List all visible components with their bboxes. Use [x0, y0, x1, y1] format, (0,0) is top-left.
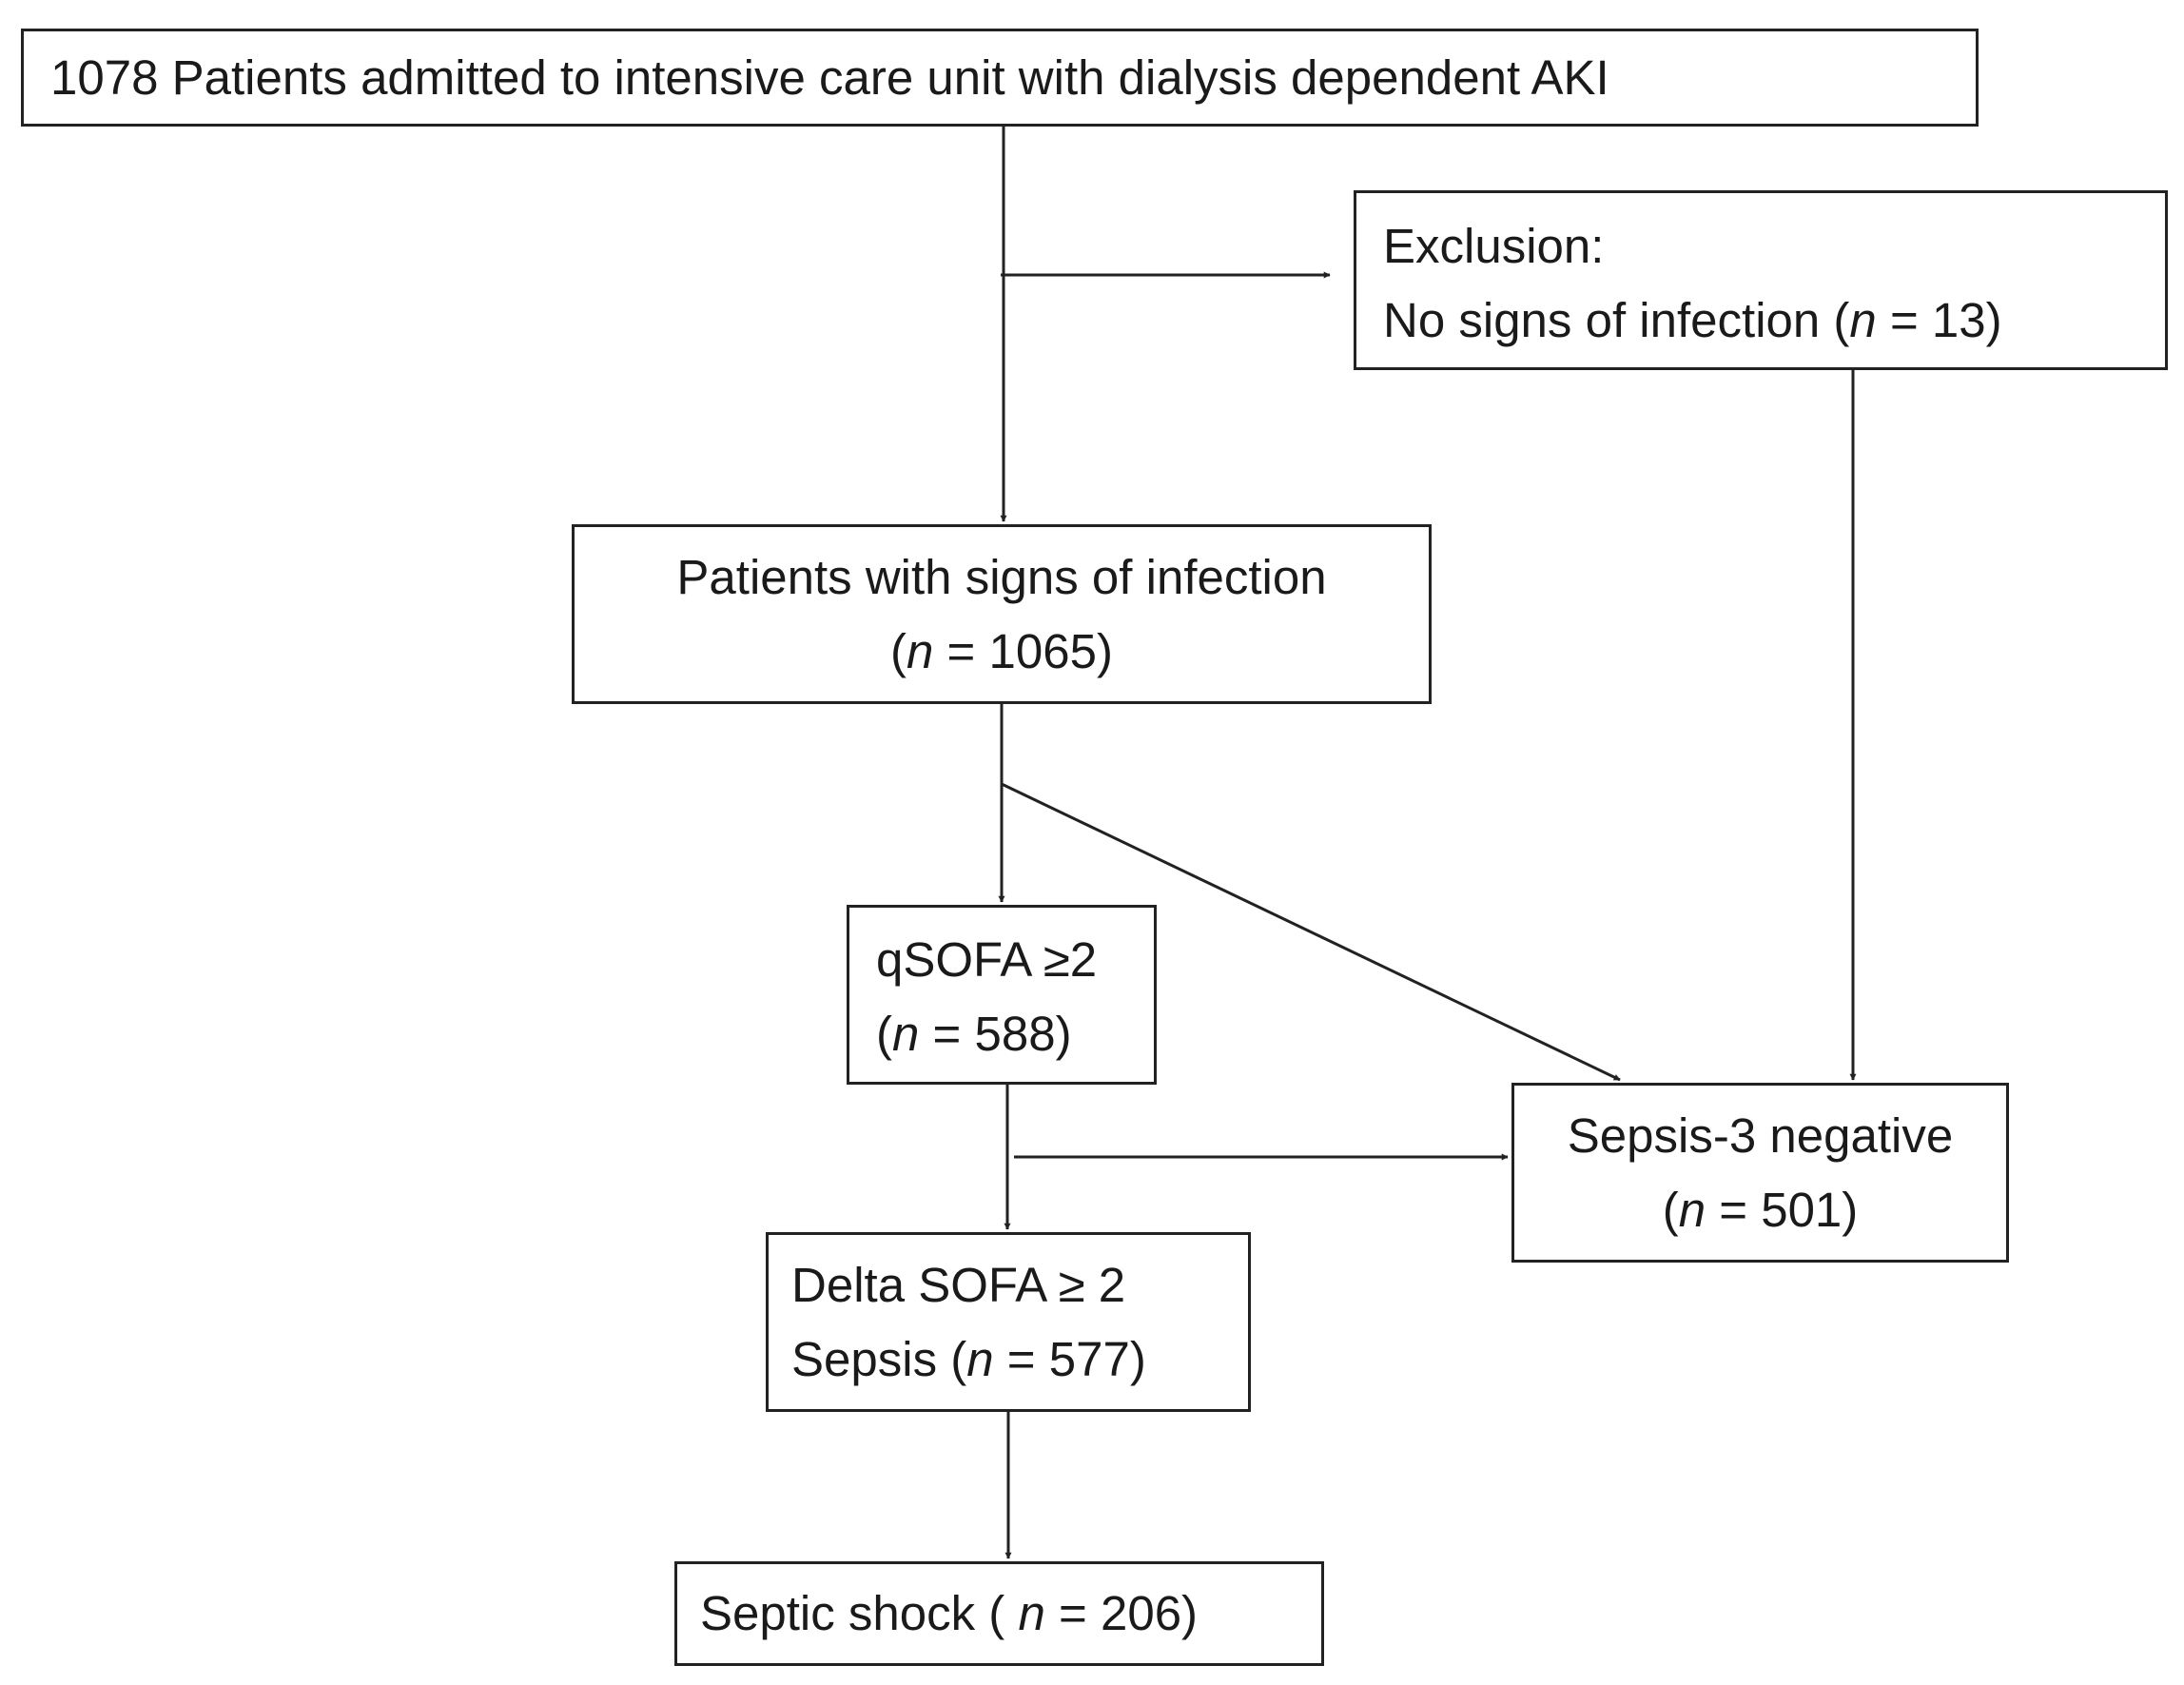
- delta-sofa-box: Delta SOFA ≥ 2 Sepsis (n = 577): [766, 1232, 1251, 1412]
- n-symbol: n: [966, 1332, 994, 1386]
- sepsis-negative-title: Sepsis-3 negative: [1567, 1108, 1954, 1163]
- sepsis-negative-count: (n = 501): [1662, 1183, 1859, 1237]
- admitted-label: 1078 Patients admitted to intensive care…: [50, 50, 1609, 105]
- delta-sofa-title: Delta SOFA ≥ 2: [791, 1258, 1126, 1312]
- exclusion-box: Exclusion: No signs of infection (n = 13…: [1354, 190, 2168, 370]
- infection-count: (n = 1065): [890, 624, 1113, 678]
- septic-shock-label: Septic shock ( n = 206): [700, 1586, 1199, 1640]
- arrow-infection-to-sepsis-negative: [1001, 782, 1621, 1082]
- admitted-box: 1078 Patients admitted to intensive care…: [21, 29, 1979, 127]
- infection-title: Patients with signs of infection: [676, 550, 1327, 604]
- infection-box: Patients with signs of infection (n = 10…: [572, 524, 1432, 704]
- delta-sofa-count: Sepsis (n = 577): [791, 1332, 1146, 1386]
- n-symbol: n: [891, 1007, 920, 1061]
- qsofa-count: (n = 588): [876, 1007, 1072, 1061]
- qsofa-box: qSOFA ≥2 (n = 588): [847, 905, 1157, 1085]
- exclusion-count: No signs of infection (n = 13): [1383, 293, 2002, 347]
- n-symbol: n: [1678, 1183, 1706, 1237]
- n-symbol: n: [907, 624, 934, 678]
- qsofa-title: qSOFA ≥2: [876, 932, 1098, 987]
- septic-shock-box: Septic shock ( n = 206): [674, 1561, 1324, 1666]
- sepsis-negative-box: Sepsis-3 negative (n = 501): [1511, 1083, 2009, 1263]
- exclusion-title: Exclusion:: [1383, 219, 1605, 273]
- n-symbol: n: [1018, 1586, 1045, 1640]
- n-symbol: n: [1849, 293, 1877, 347]
